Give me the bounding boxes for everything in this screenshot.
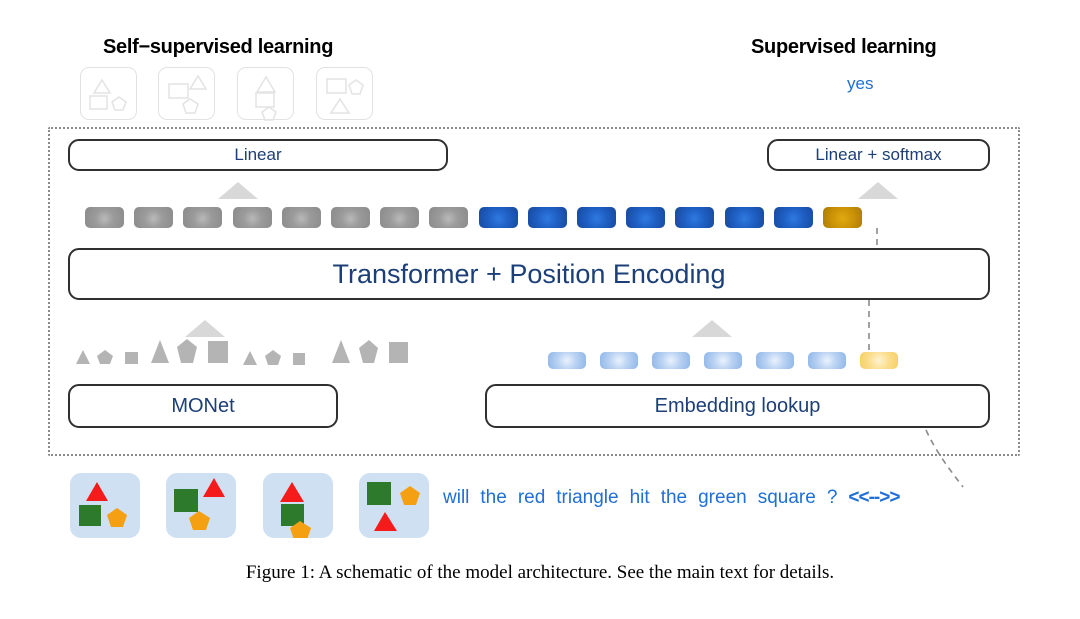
sentence-word: square [757,487,816,508]
gray-shapes-icon [151,339,228,363]
sentence-word: green [698,487,747,508]
linear-box-label: Linear [234,145,282,164]
up-arrow-icon [218,182,258,199]
token-visual [281,207,321,228]
token-text [724,207,764,228]
sentence-word: ? [826,487,838,508]
self-supervised-thumbnail [237,67,294,121]
sentence-word: hit [629,487,650,508]
gray-shapes-icon [243,350,305,365]
up-arrow-icon [858,182,898,199]
scene-shapes-icon [280,482,311,538]
sentence-word: the [660,487,688,508]
up-arrow-icon [692,320,732,337]
token-text [773,207,813,228]
input-image-thumbnail[interactable] [359,473,429,538]
answer-placeholder-token: <<-->> [848,487,900,508]
input-image-thumbnail[interactable] [166,473,236,538]
embedding-lookup-box[interactable]: Embedding lookup [485,384,990,428]
scene-shape-group [240,343,312,374]
scene-shapes-icon [174,478,225,530]
linear-softmax-box[interactable]: Linear + softmax [767,139,990,171]
embedding-token [756,352,794,369]
linear-box[interactable]: Linear [68,139,448,171]
supervised-heading: Supervised learning [751,36,937,58]
scene-shapes-icon [367,482,420,531]
sentence-word: the [480,487,507,508]
scene-shapes-icon [79,482,127,527]
supervised-answer-label: yes [847,74,874,93]
embedding-token [704,352,742,369]
gray-shapes-icon [76,350,138,364]
figure-caption: Figure 1: A schematic of the model archi… [245,562,835,583]
transformer-box-label: Transformer + Position Encoding [332,258,726,289]
sentence-word: triangle [556,487,619,508]
gray-shapes-icon [332,340,408,363]
input-image-thumbnail[interactable] [70,473,140,538]
token-visual [380,207,420,228]
linear-softmax-box-label: Linear + softmax [815,145,942,164]
token-text [675,207,715,228]
token-text [626,207,666,228]
sentence-word: will [443,487,470,508]
token-visual [331,207,370,228]
monet-box-label: MONet [171,394,235,417]
sentence-word: red [517,487,546,508]
scene-shape-group [148,331,230,373]
token-text [527,207,567,228]
outline-shapes-icon [168,74,208,114]
token-visual [85,207,124,228]
self-supervised-heading: Self−supervised learning [103,36,334,58]
transformer-box[interactable]: Transformer + Position Encoding [68,248,990,300]
scene-shape-group [328,333,410,373]
embedding-lookup-box-label: Embedding lookup [654,394,821,417]
embedding-answer-token [860,352,898,369]
embedding-token [548,352,586,369]
outline-shapes-icon [89,78,127,111]
self-supervised-thumbnail [158,67,215,120]
monet-box[interactable]: MONet [68,384,338,428]
token-answer [823,207,862,228]
embedding-token [600,352,638,369]
outline-shapes-icon [255,75,277,121]
token-visual [429,207,469,228]
input-image-thumbnail[interactable] [263,473,333,538]
token-text [577,207,616,228]
self-supervised-thumbnail [80,67,137,120]
self-supervised-thumbnail [316,67,373,120]
embedding-token [652,352,690,369]
token-visual [183,207,223,228]
scene-shape-group [72,340,144,373]
token-visual [232,207,272,228]
embedding-token [808,352,846,369]
up-arrow-icon [185,320,225,337]
model-boundary-dotted-box [48,127,1020,456]
token-text [478,207,518,228]
token-visual [134,207,174,228]
outline-shapes-icon [326,78,364,114]
